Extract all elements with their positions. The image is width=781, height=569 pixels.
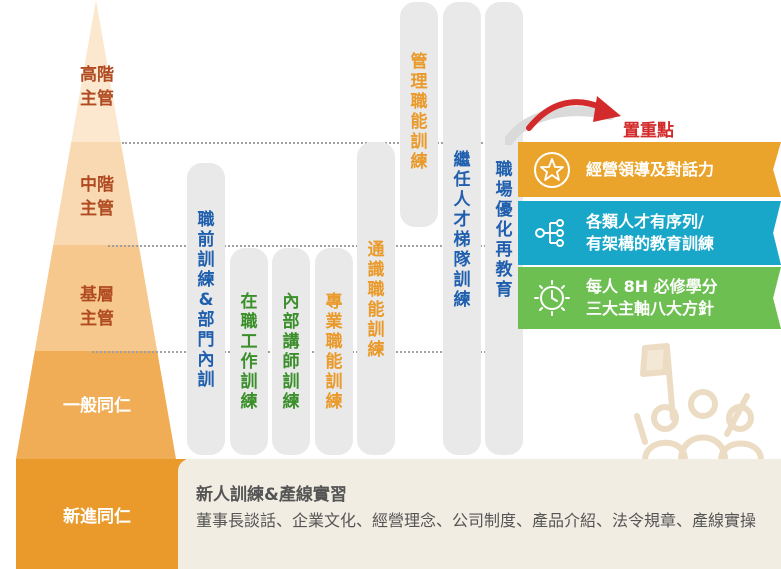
- level-label-junior: 基層 主管: [80, 285, 114, 329]
- newcomer-panel: [178, 459, 781, 569]
- level-label-senior: 高階 主管: [80, 65, 114, 109]
- level-label-general: 一般同仁: [63, 396, 131, 416]
- pillar-workplace: [485, 2, 523, 455]
- training-internal-lecturer: 內部講師訓練: [282, 292, 300, 412]
- level-label-middle: 中階 主管: [80, 175, 114, 219]
- newcomer-title: 新人訓練&產線實習: [196, 485, 347, 505]
- pyramid-level-newcomer: [16, 459, 186, 569]
- arrow-icon: [526, 96, 621, 131]
- pyramid-level-senior: [71, 0, 121, 142]
- focus-tag-credits: 每人 8H 必修學分 三大主軸八大方針: [518, 267, 781, 329]
- focus-title: 置重點: [623, 121, 674, 141]
- training-workplace: 職場優化再教育: [495, 160, 513, 300]
- pyramid-level-junior: [34, 245, 158, 351]
- pillar-on-job: [230, 248, 268, 455]
- training-professional: 專業職能訓練: [325, 292, 343, 412]
- team-flag-illustration: [634, 343, 764, 463]
- clock-icon: [534, 280, 570, 316]
- training-management: 管理職能訓練: [410, 52, 428, 172]
- training-general: 通識職能訓練: [367, 240, 385, 360]
- pyramid-level-general: [16, 351, 176, 459]
- focus-tag-leadership-text: 經營領導及對話力: [586, 159, 715, 179]
- pyramid-level-middle: [53, 142, 139, 245]
- focus-tag-talent-text: 各類人才有序列/ 有架構的教育訓練: [586, 212, 715, 253]
- training-pre-job: 職前訓練&部門內訓: [197, 210, 215, 390]
- star-icon: [534, 151, 570, 188]
- level-label-newcomer: 新進同仁: [63, 507, 131, 527]
- focus-tag-leadership: 經營領導及對話力: [518, 142, 781, 197]
- org-chart-icon: [535, 219, 564, 247]
- divider-line-middle: [108, 245, 514, 247]
- focus-tag-credits-text: 每人 8H 必修學分 三大主軸八大方針: [586, 277, 718, 318]
- pillar-professional: [315, 248, 353, 455]
- training-on-job: 在職工作訓練: [240, 292, 258, 412]
- newcomer-body: 董事長談話、企業文化、經營理念、公司制度、產品介紹、法令規章、產線實操: [196, 511, 757, 530]
- pillar-management: [400, 2, 438, 227]
- pillar-general: [357, 142, 395, 455]
- divider-line-senior: [122, 142, 514, 144]
- pillar-succession: [443, 2, 481, 455]
- training-succession: 繼任人才梯隊訓練: [453, 150, 471, 310]
- pillar-pre-job: [187, 163, 225, 455]
- focus-tag-talent: 各類人才有序列/ 有架構的教育訓練: [518, 201, 781, 265]
- pillar-internal-lecturer: [272, 248, 310, 455]
